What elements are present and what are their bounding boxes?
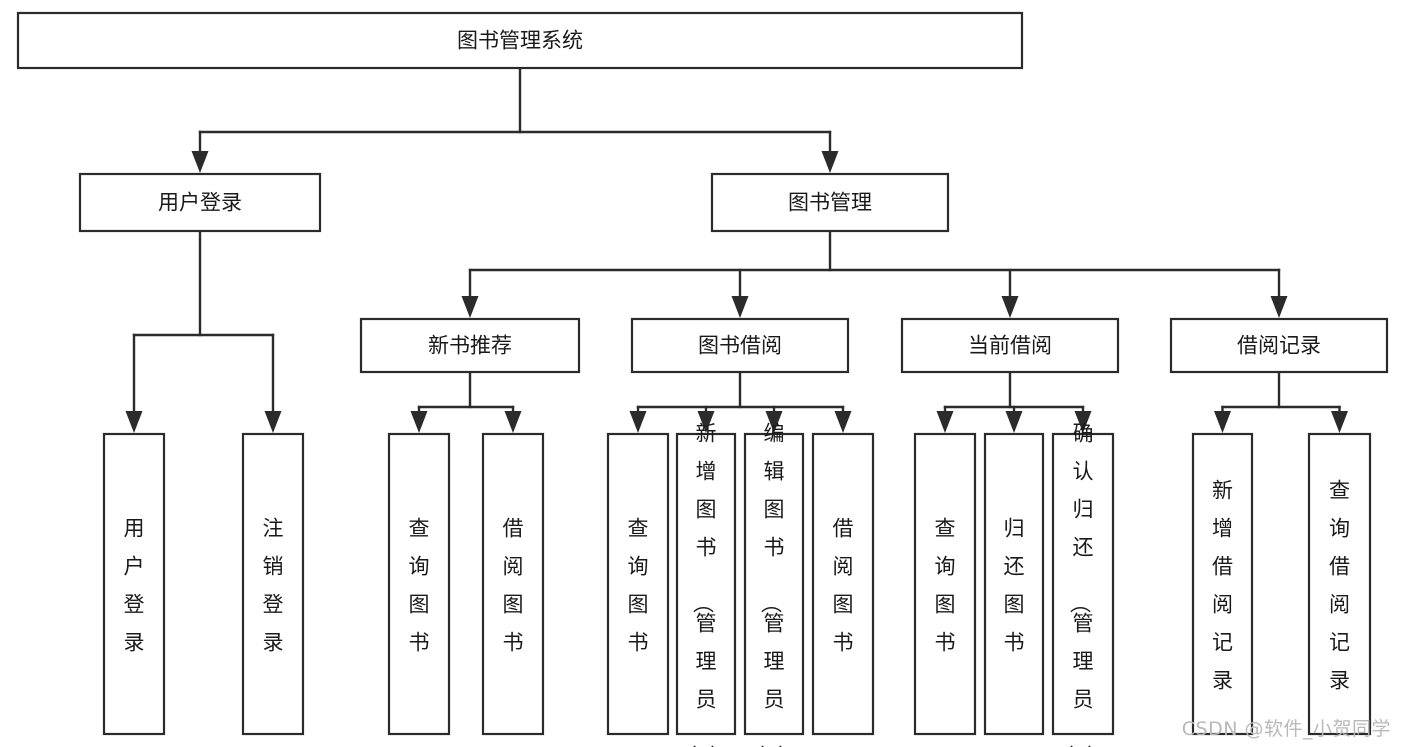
arrow-head-icon (191, 151, 209, 173)
node-label-user-login: 用户登录 (158, 191, 242, 215)
node-leaf-edit-book-admin[interactable]: 编辑图书（管理员） (743, 421, 805, 747)
node-leaf-borrow-book-1[interactable]: 借阅图书 (481, 432, 545, 736)
connector-group-current-borrow (936, 370, 1092, 433)
node-user-login[interactable]: 用户登录 (78, 172, 322, 233)
arrow-head-icon (731, 296, 749, 318)
arrow-head-icon (461, 296, 479, 318)
node-label-leaf-edit-book-admin: 编辑图书（管理员） (759, 421, 785, 747)
node-book-borrow[interactable]: 图书借阅 (630, 317, 850, 374)
node-box-leaf-confirm-return-admin[interactable] (1051, 432, 1115, 736)
node-box-current-borrow[interactable] (900, 317, 1120, 374)
arrow-head-icon (697, 411, 715, 433)
arrow-head-icon (1074, 411, 1092, 433)
node-leaf-confirm-return-admin[interactable]: 确认归还（管理员） (1051, 421, 1115, 747)
node-box-root[interactable] (16, 11, 1024, 70)
arrow-head-icon (765, 411, 783, 433)
node-label-current-borrow: 当前借阅 (968, 334, 1052, 358)
arrow-head-icon (834, 411, 852, 433)
node-label-leaf-borrow-book-1: 借阅图书 (503, 516, 524, 654)
node-layer: 图书管理系统用户登录图书管理新书推荐图书借阅当前借阅借阅记录用户登录注销登录查询… (16, 11, 1389, 747)
arrow-head-icon (1270, 296, 1288, 318)
node-leaf-user-login[interactable]: 用户登录 (102, 432, 166, 736)
node-box-leaf-query-book-1[interactable] (387, 432, 451, 736)
node-label-leaf-add-borrow-record: 新增借阅记录 (1212, 478, 1233, 692)
node-label-book-manage: 图书管理 (788, 191, 872, 215)
node-label-root: 图书管理系统 (457, 29, 583, 53)
node-box-user-login[interactable] (78, 172, 322, 233)
connector-group-book-manage (461, 229, 1288, 318)
connector-group-user-login (125, 229, 282, 433)
node-label-leaf-confirm-return-admin: 确认归还（管理员） (1068, 421, 1094, 747)
node-label-leaf-borrow-book-2: 借阅图书 (833, 516, 854, 654)
node-box-leaf-edit-book-admin[interactable] (743, 432, 805, 736)
arrow-head-icon (410, 411, 428, 433)
connector-group-borrow-record (1214, 370, 1348, 433)
node-leaf-add-borrow-record[interactable]: 新增借阅记录 (1191, 432, 1254, 736)
arrow-head-icon (1005, 411, 1023, 433)
node-leaf-query-book-2[interactable]: 查询图书 (606, 432, 670, 736)
node-box-leaf-query-borrow-record[interactable] (1307, 432, 1372, 736)
node-leaf-return-book[interactable]: 归还图书 (983, 432, 1045, 736)
node-leaf-borrow-book-2[interactable]: 借阅图书 (811, 432, 875, 736)
node-box-borrow-record[interactable] (1169, 317, 1389, 374)
node-box-leaf-add-book-admin[interactable] (675, 432, 737, 736)
node-box-leaf-query-book-2[interactable] (606, 432, 670, 736)
connector-group-root (191, 66, 839, 173)
node-label-leaf-query-book-1: 查询图书 (409, 516, 430, 654)
arrow-head-icon (125, 411, 143, 433)
node-leaf-add-book-admin[interactable]: 新增图书（管理员） (675, 421, 737, 747)
node-label-new-book-rec: 新书推荐 (428, 334, 512, 358)
arrow-head-icon (1214, 411, 1231, 433)
node-new-book-rec[interactable]: 新书推荐 (359, 317, 581, 374)
arrow-head-icon (936, 411, 954, 433)
node-leaf-logout[interactable]: 注销登录 (241, 432, 305, 736)
arrow-head-icon (1331, 411, 1348, 433)
node-label-borrow-record: 借阅记录 (1237, 334, 1321, 358)
connector-group-new-book-rec (410, 370, 522, 433)
node-box-leaf-logout[interactable] (241, 432, 305, 736)
connector-layer (125, 66, 1348, 433)
node-box-leaf-borrow-book-2[interactable] (811, 432, 875, 736)
node-borrow-record[interactable]: 借阅记录 (1169, 317, 1389, 374)
node-book-manage[interactable]: 图书管理 (710, 172, 950, 233)
node-label-leaf-add-book-admin: 新增图书（管理员） (691, 421, 717, 747)
node-label-leaf-user-login: 用户登录 (124, 516, 145, 654)
watermark-text: CSDN @软件_小贺同学 (1181, 718, 1391, 740)
arrow-head-icon (1001, 296, 1019, 318)
node-label-book-borrow: 图书借阅 (698, 334, 782, 358)
node-label-leaf-query-book-3: 查询图书 (935, 516, 956, 654)
node-box-leaf-borrow-book-1[interactable] (481, 432, 545, 736)
arrow-head-icon (821, 151, 839, 173)
node-root[interactable]: 图书管理系统 (16, 11, 1024, 70)
node-label-leaf-query-borrow-record: 查询借阅记录 (1329, 478, 1350, 692)
arrow-head-icon (264, 411, 282, 433)
node-leaf-query-book-1[interactable]: 查询图书 (387, 432, 451, 736)
node-label-leaf-query-book-2: 查询图书 (628, 516, 649, 654)
node-box-leaf-user-login[interactable] (102, 432, 166, 736)
node-label-leaf-logout: 注销登录 (263, 516, 284, 654)
node-leaf-query-borrow-record[interactable]: 查询借阅记录 (1307, 432, 1372, 736)
arrow-head-icon (504, 411, 522, 433)
node-label-leaf-return-book: 归还图书 (1004, 516, 1025, 654)
node-leaf-query-book-3[interactable]: 查询图书 (913, 432, 977, 736)
node-box-new-book-rec[interactable] (359, 317, 581, 374)
node-current-borrow[interactable]: 当前借阅 (900, 317, 1120, 374)
connector-group-book-borrow (629, 370, 852, 433)
node-box-book-borrow[interactable] (630, 317, 850, 374)
node-box-leaf-add-borrow-record[interactable] (1191, 432, 1254, 736)
node-box-book-manage[interactable] (710, 172, 950, 233)
arrow-head-icon (629, 411, 647, 433)
node-box-leaf-return-book[interactable] (983, 432, 1045, 736)
node-box-leaf-query-book-3[interactable] (913, 432, 977, 736)
